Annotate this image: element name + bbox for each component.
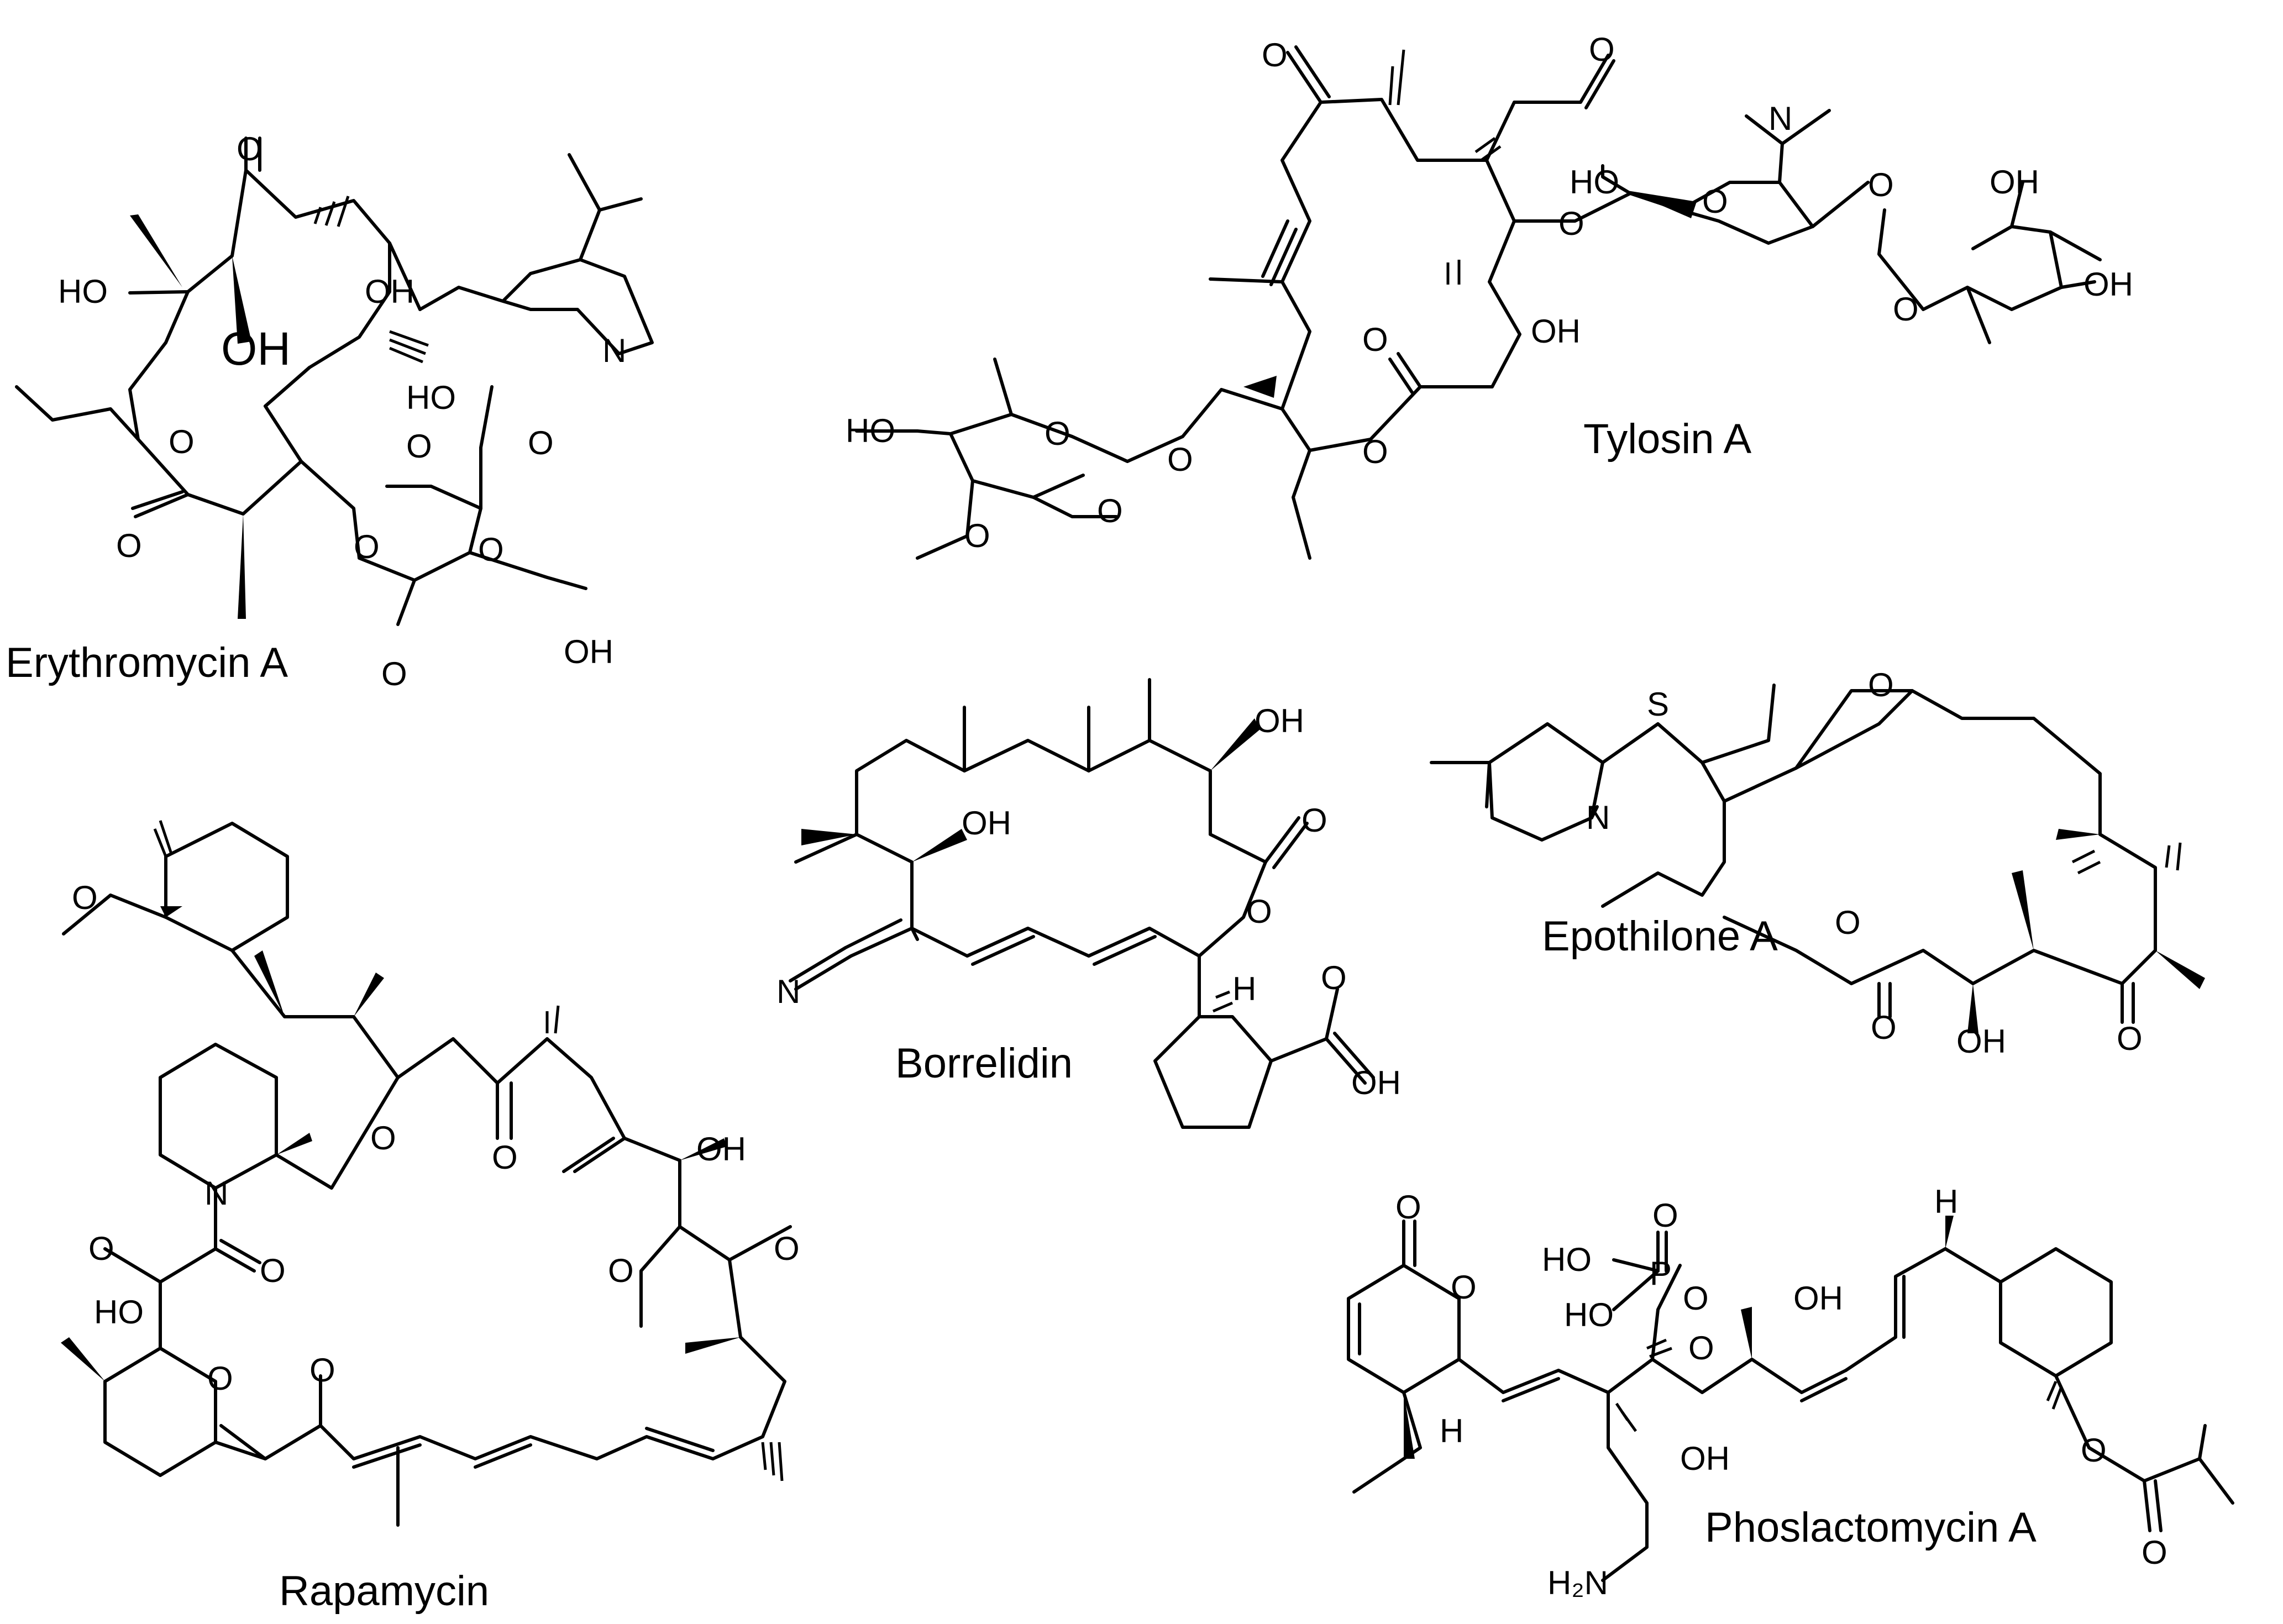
atom-label: OH — [1793, 1280, 1843, 1317]
atom-label: O — [207, 1360, 233, 1397]
atom-label: O — [72, 879, 98, 916]
erythromycin-structure: O HO OH OH O O HO O O N O O O OH Erythro… — [6, 130, 654, 692]
tylosin-structure: O O OH O O O HO O O O O HO O N O OH O OH… — [846, 31, 2133, 560]
epothilone-structure: S N O O O OH O Epothilone A — [1430, 666, 2205, 1060]
atom-label: OH — [1990, 164, 2039, 201]
atom-label: O — [1246, 893, 1272, 930]
atom-label: O — [608, 1252, 634, 1289]
atom-label: H₂N — [1547, 1564, 1608, 1601]
atom-label: O — [116, 527, 142, 564]
atom-label: O — [1868, 666, 1894, 703]
atom-label: OH — [2083, 266, 2133, 303]
atom-label: HO — [406, 379, 456, 416]
atom-label: O — [1835, 904, 1861, 941]
atom-label: O — [1871, 1009, 1897, 1046]
atom-label: O — [1045, 415, 1070, 452]
atom-label: N — [1586, 799, 1610, 836]
atom-label: O — [492, 1139, 518, 1176]
atom-label: O — [1321, 959, 1347, 996]
phoslactomycin-label: Phoslactomycin A — [1705, 1504, 2037, 1551]
atom-label: O — [1702, 183, 1728, 220]
atom-label: O — [237, 130, 263, 167]
atom-label: OH — [1680, 1440, 1730, 1477]
atom-label: H — [1440, 1412, 1463, 1449]
atom-label: N — [776, 973, 800, 1010]
atom-label: O — [2117, 1020, 2143, 1057]
atom-label: HO — [1570, 164, 1619, 201]
borrelidin-atom-labels: OH OH O O N H O OH — [776, 702, 1401, 1101]
atom-label: OH — [1255, 702, 1304, 739]
atom-label: O — [2142, 1534, 2167, 1571]
atom-label: H — [1934, 1183, 1958, 1220]
atom-label: O — [1589, 31, 1615, 68]
phoslactomycin-atom-labels: O O H O HO P O HO O OH OH H₂N H O O — [1395, 1183, 2167, 1601]
atom-label: S — [1647, 686, 1669, 723]
atom-label: OH — [221, 323, 291, 375]
atom-label: N — [204, 1175, 228, 1212]
borrelidin-label: Borrelidin — [895, 1040, 1073, 1087]
atom-label: O — [1167, 441, 1193, 478]
atom-label: HO — [58, 273, 108, 310]
atom-label: HO — [1564, 1296, 1614, 1333]
atom-label: O — [260, 1252, 286, 1289]
rapamycin-structure: O O O OH O O N O O HO O O Rapamycin — [61, 820, 800, 1615]
atom-label: O — [1362, 321, 1388, 358]
atom-label: O — [774, 1230, 800, 1267]
atom-label: HO — [846, 412, 895, 449]
atom-label: O — [1451, 1269, 1477, 1306]
atom-label: OH — [1956, 1023, 2006, 1060]
atom-label: N — [1768, 100, 1792, 137]
atom-label: O — [1688, 1329, 1714, 1367]
atom-label: O — [1395, 1189, 1421, 1226]
epothilone-atom-labels: S N O O O OH O — [1586, 666, 2143, 1060]
atom-label: O — [528, 424, 554, 461]
atom-label: O — [370, 1120, 396, 1157]
atom-label: N — [602, 332, 626, 369]
atom-label: O — [406, 428, 432, 465]
atom-label: HO — [94, 1294, 144, 1331]
atom-label: O — [1097, 492, 1123, 529]
epothilone-label: Epothilone A — [1542, 913, 1778, 960]
atom-label: OH — [1531, 313, 1581, 350]
atom-label: O — [354, 528, 380, 565]
rapamycin-label: Rapamycin — [279, 1568, 489, 1615]
atom-label: O — [169, 423, 195, 460]
atom-label: O — [478, 531, 504, 568]
atom-label: O — [2081, 1432, 2107, 1469]
atom-label: OH — [962, 805, 1011, 842]
atom-label: O — [964, 517, 990, 554]
atom-label: O — [309, 1352, 335, 1389]
erythromycin-atom-labels: O HO OH OH O O HO O O N O O O OH — [58, 130, 626, 692]
borrelidin-structure: OH OH O O N H O OH Borrelidin — [776, 678, 1401, 1129]
atom-label: OH — [1351, 1064, 1401, 1101]
atom-label: OH — [564, 633, 613, 670]
rapamycin-atom-labels: O O O OH O O N O O HO O O — [72, 879, 800, 1397]
atom-label: OH — [696, 1131, 746, 1168]
atom-label: O — [88, 1230, 114, 1267]
tylosin-atom-labels: O O OH O O O HO O O O O HO O N O OH O OH — [846, 31, 2133, 554]
atom-label: O — [1262, 36, 1288, 73]
phoslactomycin-structure: O O H O HO P O HO O OH OH H₂N H O O Phos… — [1347, 1183, 2234, 1601]
atom-label: O — [1893, 291, 1919, 328]
atom-label: O — [1868, 166, 1894, 203]
atom-label: H — [1232, 970, 1256, 1007]
atom-label: HO — [1542, 1241, 1592, 1278]
atom-label: OH — [365, 273, 414, 310]
atom-label: O — [1652, 1197, 1678, 1234]
atom-label: O — [381, 655, 407, 692]
atom-label: P — [1650, 1255, 1672, 1292]
atom-label: O — [1362, 433, 1388, 470]
atom-label: O — [1683, 1280, 1709, 1317]
atom-label: O — [1301, 802, 1327, 839]
erythromycin-label: Erythromycin A — [6, 639, 288, 686]
tylosin-label: Tylosin A — [1583, 416, 1751, 463]
atom-label: O — [1558, 205, 1584, 242]
